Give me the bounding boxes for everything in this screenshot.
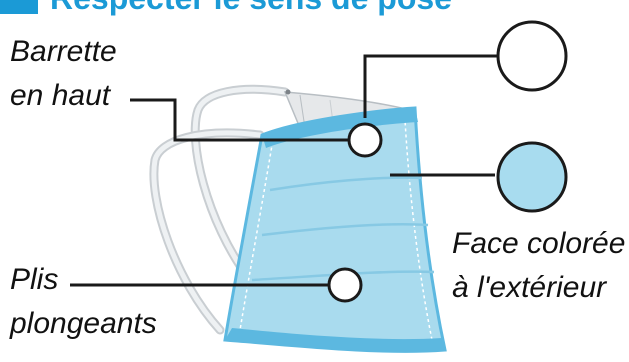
plis-label-line2: plongeants <box>10 306 157 342</box>
barrette-label-line1: Barrette <box>10 34 117 70</box>
barrette-marker <box>349 124 381 156</box>
face-label-line1: Face colorée <box>452 226 625 262</box>
plis-marker <box>329 269 361 301</box>
plis-label-line1: Plis <box>10 262 58 298</box>
face-label-line2: à l'extérieur <box>452 270 606 306</box>
barrette-label-line2: en haut <box>10 78 110 114</box>
white-side-indicator <box>498 22 566 90</box>
colored-side-indicator <box>498 143 566 211</box>
mask-body <box>225 108 445 351</box>
